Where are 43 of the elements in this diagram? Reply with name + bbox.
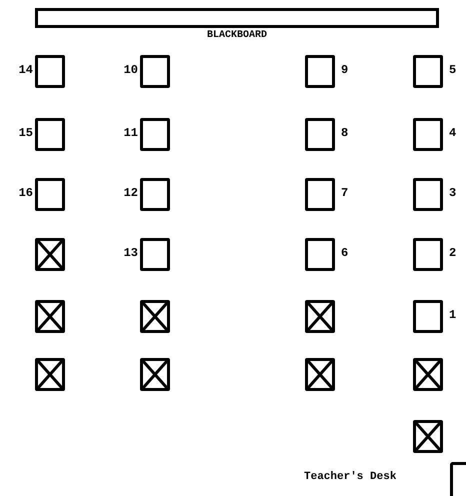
desk-box bbox=[305, 238, 335, 271]
seat-number: 7 bbox=[341, 186, 348, 200]
crossed-desk-box bbox=[140, 300, 170, 333]
seat-number: 11 bbox=[124, 126, 138, 140]
desk-box bbox=[413, 178, 443, 211]
crossed-desk-box bbox=[35, 238, 65, 271]
seat-number: 9 bbox=[341, 63, 348, 77]
desk-box bbox=[305, 118, 335, 151]
crossed-desk-box bbox=[305, 358, 335, 391]
seat-number: 12 bbox=[124, 186, 138, 200]
desk-box bbox=[305, 178, 335, 211]
desk-box bbox=[305, 55, 335, 88]
seat-number: 4 bbox=[449, 126, 456, 140]
crossed-desk-box bbox=[140, 358, 170, 391]
seat-number: 2 bbox=[449, 246, 456, 260]
seat-number: 16 bbox=[18, 186, 33, 200]
seat-number: 10 bbox=[124, 63, 138, 77]
desk-box bbox=[35, 178, 65, 211]
crossed-desk-box bbox=[413, 420, 443, 453]
crossed-desk-box bbox=[35, 300, 65, 333]
desk-box bbox=[140, 118, 170, 151]
desk-box bbox=[35, 55, 65, 88]
crossed-desk-box bbox=[305, 300, 335, 333]
seat-number: 3 bbox=[449, 186, 456, 200]
seat-number: 1 bbox=[449, 308, 456, 322]
desk-box bbox=[413, 300, 443, 333]
desk-box bbox=[140, 178, 170, 211]
seat-number: 13 bbox=[124, 246, 138, 260]
seat-number: 6 bbox=[341, 246, 348, 260]
seat-number: 8 bbox=[341, 126, 348, 140]
desk-box bbox=[413, 238, 443, 271]
desk-box bbox=[140, 55, 170, 88]
desk-label: Teacher's Desk bbox=[304, 470, 396, 484]
crossed-desk-box bbox=[413, 358, 443, 391]
seat-number: 14 bbox=[18, 63, 33, 77]
desk-box bbox=[35, 118, 65, 151]
crossed-desk-box bbox=[35, 358, 65, 391]
blackboard-label: BLACKBOARD bbox=[207, 30, 267, 42]
seat-number: 5 bbox=[449, 63, 456, 77]
seat-number: 15 bbox=[18, 126, 33, 140]
desk-box bbox=[413, 55, 443, 88]
desk-box bbox=[140, 238, 170, 271]
desk-box bbox=[413, 118, 443, 151]
